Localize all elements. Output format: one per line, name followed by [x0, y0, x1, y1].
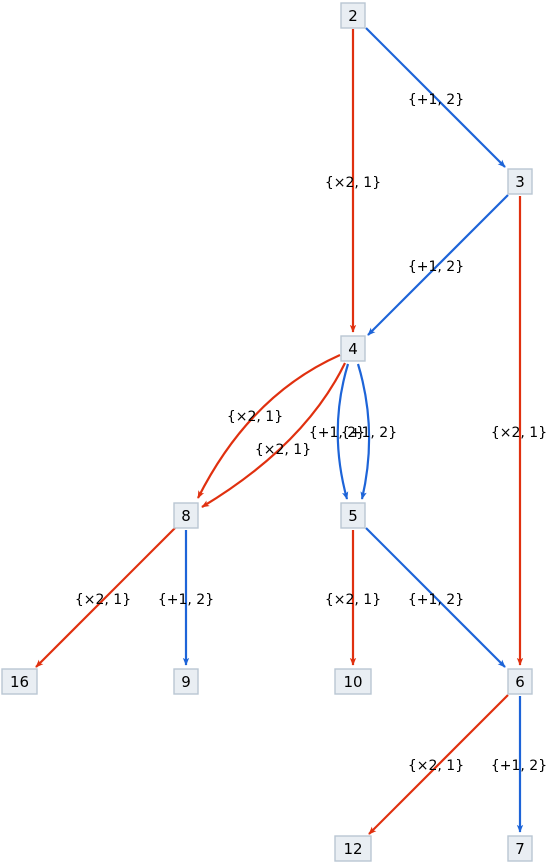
- node-16: 16: [1, 668, 38, 695]
- edge-label: {+1, 2}: [491, 758, 547, 774]
- edge-4-to-8-a: {×2, 1}: [197, 353, 341, 499]
- node-7: 7: [507, 835, 533, 862]
- edge-label: {+1, 2}: [158, 592, 214, 608]
- edge-line: [35, 527, 176, 668]
- edge-line: [201, 362, 346, 508]
- edge-label: {×2, 1}: [491, 425, 547, 441]
- edge-label: {+1, 2}: [408, 92, 464, 108]
- edge-8-to-9: {+1, 2}: [158, 530, 214, 666]
- edge-label: {+1, 2}: [309, 425, 365, 441]
- edge-line: [368, 694, 509, 835]
- node-6: 6: [507, 668, 533, 695]
- node-label: 4: [348, 340, 358, 358]
- node-2: 2: [340, 2, 366, 29]
- node-8: 8: [173, 502, 199, 529]
- node-label: 5: [348, 507, 358, 525]
- edge-label: {×2, 1}: [75, 592, 131, 608]
- edge-label: {+1, 2}: [408, 259, 464, 275]
- node-12: 12: [334, 835, 372, 862]
- edge-6-to-7: {+1, 2}: [491, 696, 547, 833]
- node-4: 4: [340, 335, 366, 362]
- node-label: 9: [181, 673, 191, 691]
- node-label: 12: [343, 840, 362, 858]
- edge-4-to-5-a: {+1, 2}: [309, 363, 365, 500]
- edge-label: {+1, 2}: [408, 592, 464, 608]
- edge-3-to-6: {×2, 1}: [491, 196, 547, 666]
- node-10: 10: [334, 668, 372, 695]
- edge-label: {+1, 2}: [341, 425, 397, 441]
- node-5: 5: [340, 502, 366, 529]
- edge-3-to-4: {+1, 2}: [367, 194, 509, 336]
- edge-line: [367, 194, 509, 336]
- node-3: 3: [507, 168, 533, 195]
- edge-6-to-12: {×2, 1}: [368, 694, 509, 835]
- edge-5-to-6: {+1, 2}: [365, 527, 506, 668]
- edge-line: [336, 363, 350, 500]
- edge-label: {×2, 1}: [408, 758, 464, 774]
- edge-line: [356, 363, 371, 500]
- edge-4-to-5-b: {+1, 2}: [341, 363, 397, 500]
- node-label: 8: [181, 507, 191, 525]
- node-label: 6: [515, 673, 525, 691]
- edge-line: [365, 27, 506, 168]
- node-label: 3: [515, 173, 525, 191]
- edge-line: [197, 353, 341, 499]
- edge-8-to-16: {×2, 1}: [35, 527, 176, 668]
- edges: {×2, 1} {+1, 2} {+1, 2} {×2, 1} {×2, 1} …: [35, 27, 547, 835]
- edge-2-to-4: {×2, 1}: [325, 29, 381, 333]
- node-9: 9: [173, 668, 199, 695]
- node-label: 2: [348, 7, 358, 25]
- edge-label: {×2, 1}: [227, 409, 283, 425]
- node-label: 16: [10, 673, 29, 691]
- edge-label: {×2, 1}: [325, 175, 381, 191]
- node-label: 10: [343, 673, 362, 691]
- nodes: 2 3 4 8 5 16 9 10: [1, 2, 533, 862]
- edge-label: {×2, 1}: [255, 442, 311, 458]
- edge-line: [365, 527, 506, 668]
- edge-label: {×2, 1}: [325, 592, 381, 608]
- edge-2-to-3: {+1, 2}: [365, 27, 506, 168]
- edge-5-to-10: {×2, 1}: [325, 530, 381, 666]
- edge-4-to-8-b: {×2, 1}: [201, 362, 346, 508]
- node-label: 7: [515, 840, 525, 858]
